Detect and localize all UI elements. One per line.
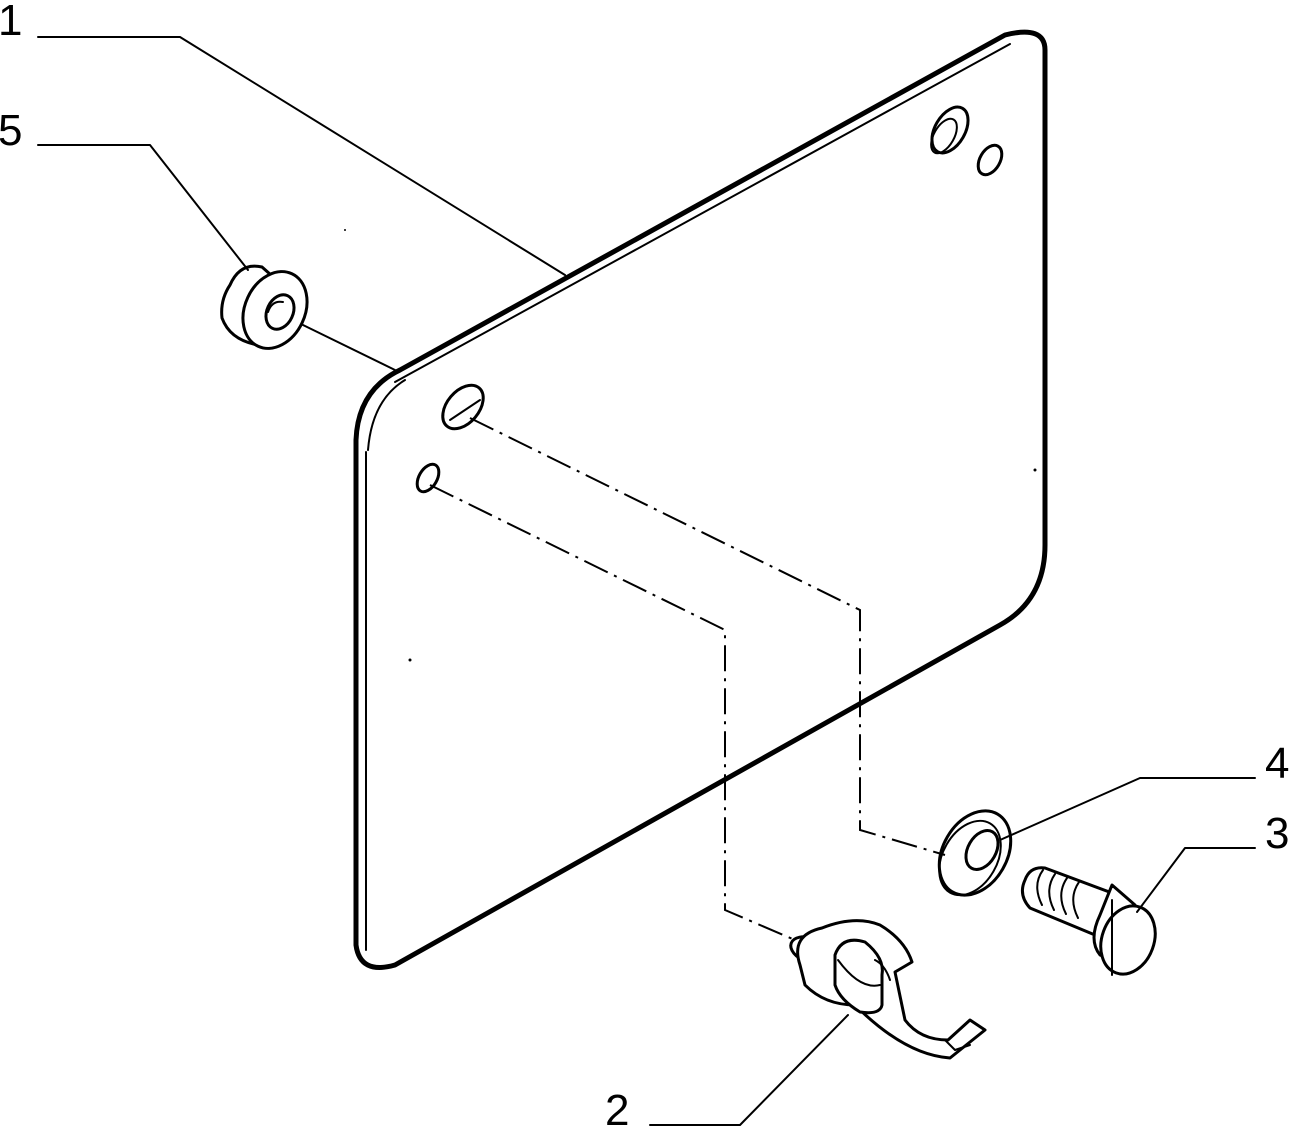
assembly-axis-lines — [429, 417, 946, 941]
clip-part — [789, 919, 987, 1060]
bushing-part — [220, 264, 309, 350]
callout-2: 2 — [605, 1086, 629, 1129]
callout-1: 1 — [0, 0, 22, 45]
washer-part — [937, 809, 1013, 897]
callout-5: 5 — [0, 106, 22, 155]
callout-4: 4 — [1265, 739, 1289, 788]
callout-3: 3 — [1265, 809, 1289, 858]
mounting-plate — [344, 29, 1048, 970]
bolt-part — [1020, 866, 1157, 976]
leader-lines — [37, 36, 1256, 1126]
